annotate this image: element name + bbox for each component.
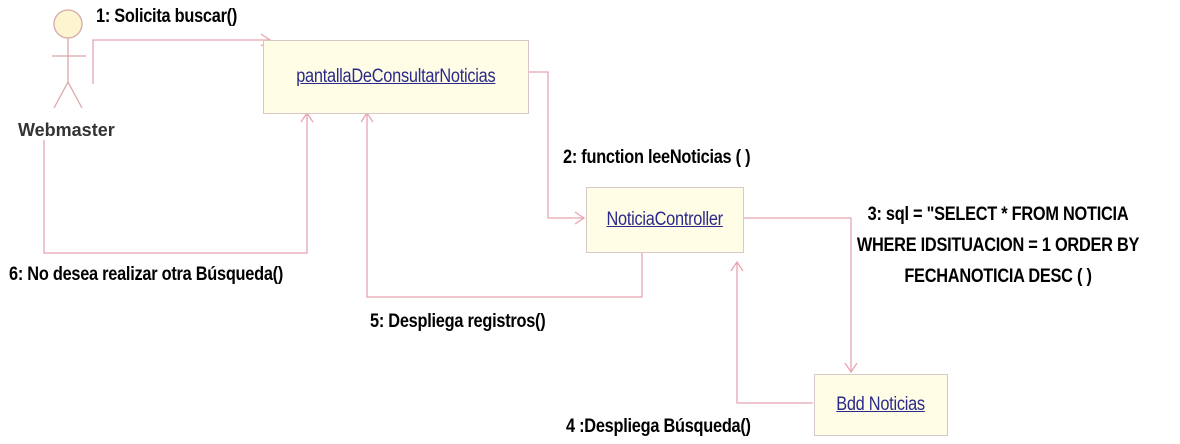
actor-right-leg — [67, 81, 83, 109]
object-bdd-label: Bdd Noticias — [836, 394, 926, 415]
message-3-label: 3: sql = "SELECT * FROM NOTICIA WHERE ID… — [843, 199, 1153, 292]
arrowhead-m2 — [574, 211, 586, 225]
link-m2 — [528, 71, 584, 219]
link-m5 — [366, 113, 643, 298]
arrowhead-m4 — [730, 260, 744, 272]
message-5-label: 5: Despliega registros() — [370, 311, 546, 332]
link-m3 — [743, 217, 852, 372]
message-3-line-1: 3: sql = "SELECT * FROM NOTICIA — [867, 204, 1129, 225]
actor-left-leg — [53, 81, 69, 109]
link-m6 — [43, 113, 308, 254]
object-noticia-controller[interactable]: NoticiaController — [586, 187, 744, 253]
link-m4 — [736, 262, 813, 404]
message-1-label: 1: Solicita buscar() — [96, 6, 238, 27]
message-2-label: 2: function leeNoticias ( ) — [563, 147, 751, 168]
actor-head — [53, 9, 83, 39]
message-4-label: 4 :Despliega Búsqueda() — [566, 416, 751, 437]
object-bdd-noticias[interactable]: Bdd Noticias — [814, 374, 948, 436]
message-3-line-3: FECHANOTICIA DESC ( ) — [904, 266, 1092, 287]
actor-label: Webmaster — [18, 120, 115, 140]
actor-figure — [52, 9, 86, 109]
object-pantalla-de-consultar-noticias[interactable]: pantallaDeConsultarNoticias — [263, 40, 529, 114]
message-6-label: 6: No desea realizar otra Búsqueda() — [9, 264, 284, 285]
message-3-line-2: WHERE IDSITUACION = 1 ORDER BY — [856, 235, 1140, 256]
object-pantalla-label: pantallaDeConsultarNoticias — [296, 66, 496, 87]
link-m1 — [92, 39, 270, 84]
arrowhead-m3 — [844, 362, 858, 374]
object-controller-label: NoticiaController — [606, 209, 724, 230]
